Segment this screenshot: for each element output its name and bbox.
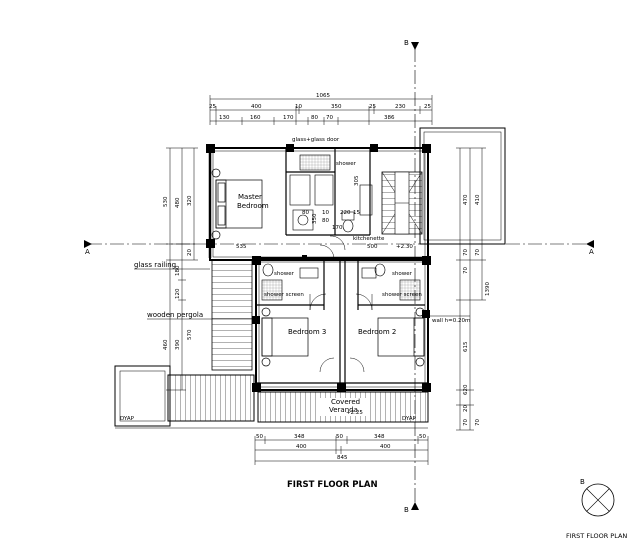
- dim-top-total: 1065: [316, 93, 330, 99]
- legend-symbol: [581, 483, 615, 517]
- dim-right-9: 70: [463, 419, 469, 426]
- section-b-bottom-label: B: [404, 506, 409, 514]
- dim-left-8: 570: [187, 329, 193, 340]
- stair-left: [211, 259, 253, 371]
- section-b-top-label: B: [404, 39, 409, 47]
- side-planter: [114, 365, 171, 427]
- label-master-bed-1: Master: [238, 193, 262, 201]
- dim-top-r2-6: 25: [424, 104, 431, 110]
- dim-right-8: 20: [463, 405, 469, 412]
- dim-left-2: 320: [187, 195, 193, 206]
- label-veranda-1: Covered: [331, 398, 360, 406]
- label-level-2: +2.25: [346, 410, 363, 416]
- interior-walls: [256, 148, 428, 384]
- dim-int-1: 500: [367, 244, 378, 250]
- label-wall-h: wall h=0.20m: [432, 318, 470, 324]
- dim-int-2: 305: [354, 175, 360, 186]
- dim-bot-r1-2: 50: [336, 434, 343, 440]
- stair-right: [381, 171, 423, 235]
- top-dimensions: [209, 95, 433, 125]
- dim-right-3: 70: [463, 267, 469, 274]
- dim-top-r2-0: 25: [209, 104, 216, 110]
- dim-top-r3-2: 170: [283, 115, 294, 121]
- dim-bot-total: 845: [337, 455, 348, 461]
- label-glass-railing: glass railing: [134, 261, 176, 269]
- dim-right-10: 70: [475, 419, 481, 426]
- dim-right-7: 620: [463, 384, 469, 395]
- label-bedroom-2: Bedroom 2: [358, 328, 396, 336]
- dim-left-7: 390: [175, 339, 181, 350]
- label-shower-right: shower: [392, 271, 413, 277]
- dim-left-5: 20: [187, 249, 193, 256]
- label-shower-left: shower: [274, 271, 295, 277]
- label-bedroom-3: Bedroom 3: [288, 328, 326, 336]
- dim-top-r3-5: 386: [384, 115, 395, 121]
- dim-left-1: 480: [175, 197, 181, 208]
- right-dimensions: [456, 147, 486, 431]
- dim-left-0: 530: [163, 196, 169, 207]
- bed-bedroom-2: [377, 307, 425, 367]
- label-glass-door: glass+glass door: [292, 137, 340, 143]
- dim-right-4: 70: [475, 249, 481, 256]
- dim-left-6: 460: [163, 339, 169, 350]
- dim-int-7: 15: [353, 210, 360, 216]
- dim-top-r3-1: 160: [250, 115, 261, 121]
- label-screen-l: shower screen: [264, 292, 304, 298]
- label-dyap-left: DYAP: [120, 416, 135, 422]
- label-veranda-2: Veranda: [329, 406, 358, 414]
- legend-b-label: B: [580, 478, 585, 486]
- legend-title: FIRST FLOOR PLAN: [566, 532, 627, 540]
- dim-left-4: 180: [175, 265, 181, 276]
- dim-right-1: 410: [475, 194, 481, 205]
- dim-top-r2-4: 25: [369, 104, 376, 110]
- dim-top-r2-3: 350: [331, 104, 342, 110]
- label-kitchenette: kitchenette: [353, 236, 385, 242]
- bath-fixtures: [261, 154, 421, 301]
- columns: [206, 144, 431, 392]
- dim-int-9: 170: [332, 225, 343, 231]
- dim-int-5: 10: [322, 210, 329, 216]
- pergola-deck: [167, 374, 255, 422]
- dim-int-0: 535: [236, 244, 247, 250]
- dim-int-8: 80: [322, 218, 329, 224]
- dim-bot-r1-4: 50: [419, 434, 426, 440]
- doors: [309, 235, 373, 373]
- label-dyap-right: DYAP: [402, 416, 417, 422]
- label-master-bed-2: Bedroom: [237, 202, 269, 210]
- dim-bot-r1-0: 50: [256, 434, 263, 440]
- dim-top-r2-2: 10: [295, 104, 302, 110]
- label-shower-top: shower: [336, 161, 357, 167]
- drawing-title: FIRST FLOOR PLAN: [287, 480, 378, 490]
- dim-int-3: 80: [302, 210, 309, 216]
- section-a-left-label: A: [85, 248, 90, 256]
- dim-bot-r2-0: 400: [296, 444, 307, 450]
- dim-right-2: 70: [463, 249, 469, 256]
- bottom-dimensions: [254, 436, 429, 465]
- dim-top-r3-4: 70: [326, 115, 333, 121]
- dim-int-4: 350: [312, 213, 318, 224]
- bed-bedroom-3: [261, 307, 309, 367]
- dim-left-3: 120: [175, 288, 181, 299]
- master-bed: [211, 168, 263, 240]
- label-screen-r: shower screen: [382, 292, 422, 298]
- dim-top-r2-1: 400: [251, 104, 262, 110]
- label-level-1: +2.30: [396, 244, 413, 250]
- dim-top-r3-3: 80: [311, 115, 318, 121]
- dim-int-6: 220: [340, 210, 351, 216]
- dim-top-r3-0: 130: [219, 115, 230, 121]
- balcony-right: [419, 127, 506, 245]
- dim-bot-r1-3: 348: [374, 434, 385, 440]
- dim-top-r2-5: 230: [395, 104, 406, 110]
- section-a-right-label: A: [589, 248, 594, 256]
- dim-right-6: 615: [463, 341, 469, 352]
- section-line-a: [84, 240, 594, 248]
- label-wooden-pergola: wooden pergola: [147, 311, 203, 319]
- dim-bot-r2-1: 400: [380, 444, 391, 450]
- dim-right-0: 470: [463, 194, 469, 205]
- dim-right-5: 1390: [485, 282, 491, 296]
- section-line-b: [411, 42, 419, 510]
- dim-bot-r1-1: 348: [294, 434, 305, 440]
